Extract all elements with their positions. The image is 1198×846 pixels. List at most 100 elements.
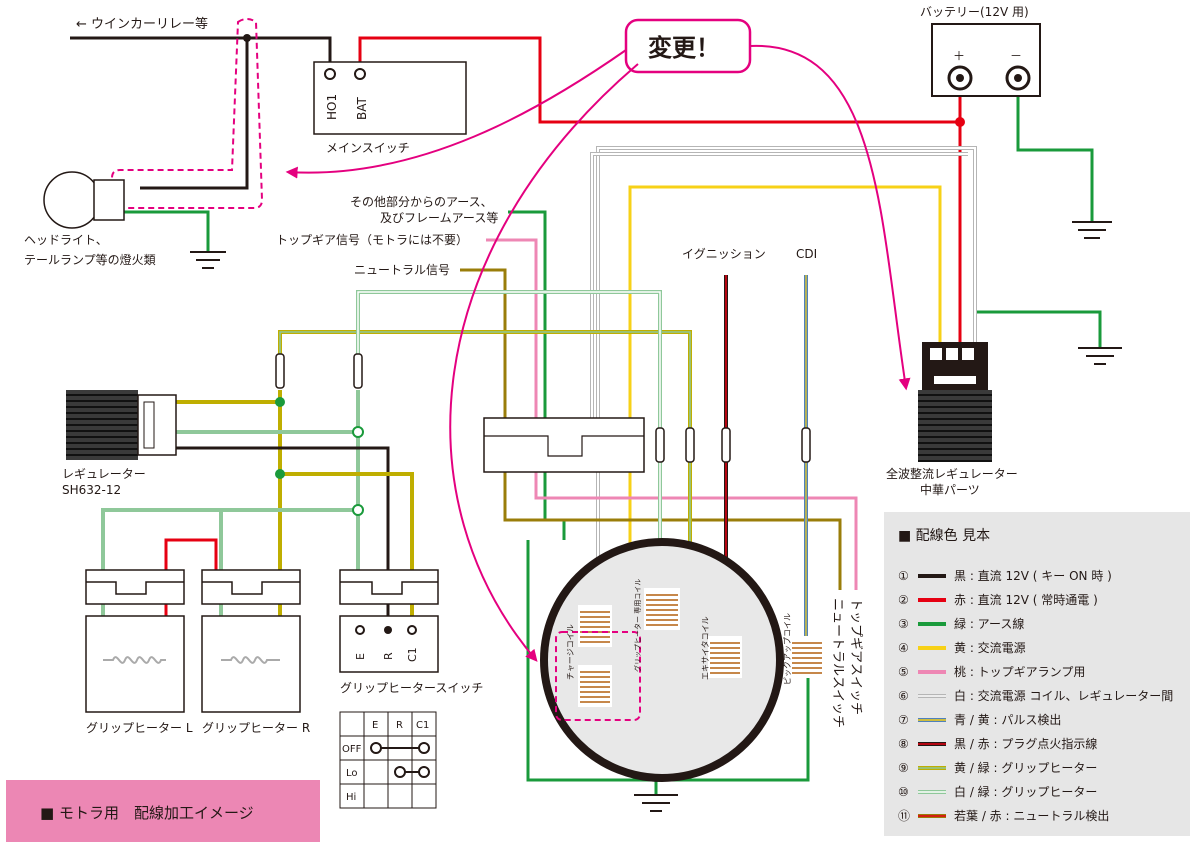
legend-label: 若葉 / 赤 : ニュートラル検出 (954, 809, 1109, 823)
legend-label: 黄 : 交流電源 (954, 640, 1026, 655)
legend-number: ⑨ (898, 761, 909, 775)
battery-label: バッテリー(12V 用) (920, 5, 1029, 19)
other-ground-label-2: 及びフレームアース等 (380, 211, 498, 225)
table-off: OFF (342, 744, 362, 755)
regulator-sh632 (66, 390, 177, 460)
pickup-coil-label: ピックアップコイル (783, 613, 792, 685)
table-r: R (396, 720, 403, 731)
legend-item: ⑧ 黒 / 赤 : プラグ点火指示線 (898, 736, 1097, 751)
legend-item: ④ 黄 : 交流電源 (898, 640, 1026, 655)
regulator-label-2: SH632-12 (62, 483, 121, 497)
coil-charge-upper (578, 605, 612, 647)
legend-label: 黄 / 緑 : グリップヒーター (954, 760, 1097, 775)
highlight-dashed (111, 18, 264, 209)
table-c1: C1 (416, 720, 429, 731)
wire-white-2 (590, 152, 968, 420)
legend-item: ③ 緑 : アース線 (898, 616, 1024, 631)
fullwave-regulator (918, 342, 992, 462)
wire-white-2-inner (591, 153, 968, 420)
legend-number: ③ (898, 617, 909, 631)
legend-label: 黒 : 直流 12V ( キー ON 時 ) (954, 569, 1112, 583)
legend-number: ⑤ (898, 665, 909, 679)
regulator-label-1: レギュレーター (62, 467, 146, 481)
top-gear-switch-label: トップギアスイッチ (848, 598, 863, 715)
switch-c1-label: C1 (406, 647, 419, 662)
table-e: E (372, 720, 378, 731)
table-lo: Lo (346, 768, 358, 779)
switch-table: E R C1 OFF Lo Hi (339, 711, 437, 809)
battery-minus: － (1010, 49, 1022, 63)
wire-pink-top-gear (486, 238, 858, 590)
legend-number: ⑩ (898, 785, 909, 799)
legend-label: 桃 : トップギアランプ用 (954, 664, 1085, 679)
legend-item: ⑤ 桃 : トップギアランプ用 (898, 664, 1085, 679)
main-switch-label: メインスイッチ (326, 141, 410, 155)
legend-number: ⑦ (898, 713, 909, 727)
legend-label: 黒 / 赤 : プラグ点火指示線 (954, 736, 1097, 751)
top-gear-label: トップギア信号（モトラには不要） (276, 233, 468, 247)
coil-charge-lower (578, 665, 612, 707)
coupler-main (483, 417, 645, 473)
wire-red-bat (358, 36, 962, 124)
turn-signal-label: ← ウインカーリレー等 (76, 16, 208, 32)
legend-number: ⑪ (898, 809, 910, 823)
heater-l-label: グリップヒーター L (86, 721, 193, 735)
arrow-to-main-switch (285, 49, 627, 179)
switch-e-label: E (354, 653, 367, 660)
grip-heater-r (201, 615, 301, 713)
magneto-stator: チャージコイル グリップヒーター 専用コイル エキサイタコイル ピックアップコイ… (540, 538, 824, 782)
charge-coil-label: チャージコイル (566, 624, 575, 680)
legend-number: ⑧ (898, 737, 909, 751)
change-label: 変更！ (648, 34, 720, 62)
wire-green-fw-ground (973, 310, 1102, 360)
title-label: ■ モトラ用 配線加工イメージ (40, 804, 254, 822)
legend-label: 白 : 交流電源 コイル、レギュレーター間 (954, 688, 1173, 703)
ho1-label: HO1 (325, 94, 339, 120)
neutral-label: ニュートラル信号 (354, 263, 450, 277)
legend-item: ⑦ 青 / 黄 : パルス検出 (898, 713, 1061, 727)
bat-label: BAT (355, 96, 369, 120)
bullet-connectors (275, 353, 811, 463)
arrow-to-stator (449, 63, 639, 662)
fw-regulator-label-2: 中華パーツ (920, 482, 980, 497)
switch-r-label: R (382, 652, 395, 660)
arrow-to-regulator (749, 44, 911, 391)
ground-icon (634, 794, 678, 812)
headlight-label-1: ヘッドライト、 (24, 233, 108, 247)
coil-exciter (708, 636, 742, 678)
cdi-label: CDI (796, 247, 817, 261)
other-ground-label-1: その他部分からのアース、 (350, 194, 493, 209)
legend-label: 緑 : アース線 (954, 616, 1024, 631)
legend-title: ■ 配線色 見本 (898, 527, 990, 544)
wire-green-battery-ground (1016, 87, 1094, 222)
ground-icon (1072, 221, 1112, 239)
fw-regulator-label-1: 全波整流レギュレーター (886, 466, 1018, 481)
wire-green-headlight-ground (120, 210, 210, 252)
ground-symbols (190, 221, 1122, 812)
heater-couplers (85, 569, 439, 605)
wire-black-headlight (140, 38, 249, 190)
legend-label: 白 / 緑 : グリップヒーター (954, 784, 1097, 799)
headlight-label-2: テールランプ等の燈火類 (24, 252, 156, 267)
grip-heater-switch: E R C1 (339, 615, 439, 673)
main-switch: HO1 BAT (313, 61, 467, 135)
heater-switch-label: グリップヒータースイッチ (340, 681, 483, 695)
headlight-bulb (43, 171, 125, 229)
wire-white-1-inner (597, 147, 976, 580)
legend-item: ⑨ 黄 / 緑 : グリップヒーター (898, 760, 1097, 775)
legend-number: ④ (898, 641, 909, 655)
legend-label: 青 / 黄 : パルス検出 (954, 713, 1061, 727)
wire-lightgreen-heaters (101, 508, 358, 660)
legend-item: ① 黒 : 直流 12V ( キー ON 時 ) (898, 569, 1112, 583)
coil-pickup (790, 636, 824, 678)
legend-number: ① (898, 569, 909, 583)
battery-plus: ＋ (953, 49, 965, 63)
ignition-label: イグニッション (682, 247, 766, 261)
heater-r-label: グリップヒーター R (202, 721, 310, 735)
coil-grip-heater (644, 588, 680, 630)
legend-label: 赤 : 直流 12V ( 常時通電 ) (954, 593, 1098, 607)
